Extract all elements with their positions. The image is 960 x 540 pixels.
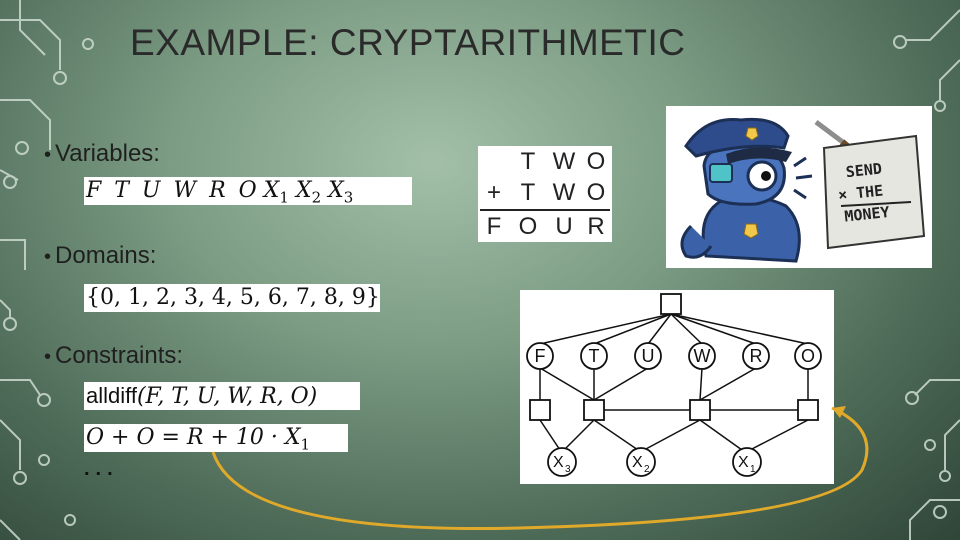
graph-node-o: O bbox=[801, 346, 815, 366]
constraint-graph-svg: F T U W R O X 3 X 2 X 1 bbox=[526, 293, 822, 477]
bullet-dot: • bbox=[44, 246, 52, 268]
bullet-constraints: •Constraints: bbox=[44, 342, 183, 370]
puzzle-cell: R bbox=[587, 213, 605, 240]
graph-carry-x1: X bbox=[738, 454, 749, 471]
puzzle-row-3: F O U R bbox=[478, 211, 612, 242]
cryptarithm-puzzle: T W O + T W O F O U R bbox=[478, 146, 612, 242]
bullet-dot: • bbox=[44, 144, 52, 166]
constraints-ellipsis: ... bbox=[84, 458, 119, 480]
puzzle-cell: + bbox=[486, 179, 501, 206]
bullet-variables: •Variables: bbox=[44, 140, 160, 168]
graph-node-w: W bbox=[694, 346, 711, 366]
graph-node-f: F bbox=[535, 346, 546, 366]
sum-equation: O + O = R + 10 · X bbox=[86, 425, 301, 450]
bullet-domains-label: Domains: bbox=[55, 242, 157, 269]
graph-node-t: T bbox=[589, 346, 600, 366]
graph-node-r: R bbox=[750, 346, 763, 366]
graph-node-u: U bbox=[642, 346, 655, 366]
domains-math: {0, 1, 2, 3, 4, 5, 6, 7, 8, 9} bbox=[84, 284, 380, 312]
puzzle-cell: F bbox=[486, 213, 502, 240]
puzzle-row-1: T W O bbox=[478, 146, 612, 177]
sum-equation-sub: 1 bbox=[300, 435, 311, 454]
sum-constraint: O + O = R + 10 · X1 bbox=[84, 424, 348, 454]
puzzle-cell: O bbox=[518, 213, 538, 240]
variable-x3-sub: 3 bbox=[343, 188, 354, 207]
puzzle-cell: T bbox=[520, 148, 536, 175]
variable-x2: X2 bbox=[295, 178, 322, 207]
alldiff-constraint: alldiff(F, T, U, W, R, O) bbox=[84, 382, 360, 410]
graph-carry-x2: X bbox=[632, 454, 643, 471]
constraint-graph: F T U W R O X 3 X 2 X 1 bbox=[520, 290, 834, 484]
variable-x1-sub: 1 bbox=[279, 188, 289, 207]
variable-x3: X3 bbox=[328, 178, 354, 207]
graph-carry-x1-sub: 1 bbox=[750, 464, 756, 475]
variable-x2-letter: X bbox=[295, 178, 312, 203]
graph-carry-x3: X bbox=[553, 454, 564, 471]
slide-title: EXAMPLE: CRYPTARITHMETIC bbox=[130, 22, 686, 63]
note-text: SEND × THE MONEY bbox=[835, 154, 921, 228]
robot-cartoon: SEND × THE MONEY bbox=[666, 106, 932, 268]
bullet-domains: •Domains: bbox=[44, 242, 156, 270]
bullet-constraints-label: Constraints: bbox=[55, 342, 184, 369]
variable-x2-sub: 2 bbox=[311, 188, 322, 207]
variables-letters: F T U W R O bbox=[86, 178, 257, 203]
variable-x3-letter: X bbox=[328, 178, 344, 203]
puzzle-sum-line bbox=[480, 209, 610, 211]
puzzle-row-2: + T W O bbox=[478, 177, 612, 208]
variables-math: F T U W R O X1 X2 X3 bbox=[84, 177, 412, 207]
bullet-dot: • bbox=[44, 346, 52, 368]
puzzle-cell: U bbox=[555, 213, 573, 240]
alldiff-arguments: (F, T, U, W, R, O) bbox=[136, 384, 318, 409]
graph-carry-x3-sub: 3 bbox=[565, 464, 571, 475]
puzzle-cell: O bbox=[586, 179, 606, 206]
graph-carry-x2-sub: 2 bbox=[644, 464, 650, 475]
variable-x1: X1 bbox=[263, 178, 289, 207]
puzzle-cell: O bbox=[586, 148, 606, 175]
puzzle-cell: T bbox=[520, 179, 536, 206]
variable-x1-letter: X bbox=[263, 178, 280, 203]
bullet-variables-label: Variables: bbox=[55, 140, 160, 167]
puzzle-cell: W bbox=[552, 148, 576, 175]
robot-illustration bbox=[680, 117, 926, 263]
alldiff-function: alldiff bbox=[86, 383, 137, 408]
puzzle-cell: W bbox=[552, 179, 576, 206]
